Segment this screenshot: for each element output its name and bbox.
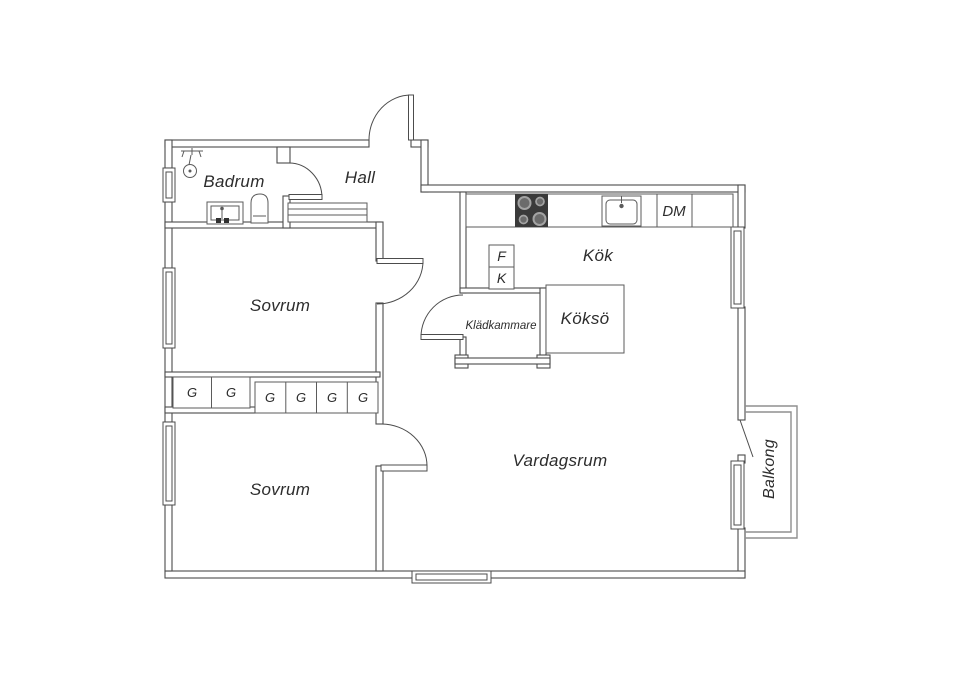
- label-wardrobe-4: G: [296, 390, 306, 405]
- balcony-door-icon: [739, 419, 754, 458]
- balcony-outline: [745, 405, 798, 539]
- label-wardrobe-2: G: [226, 385, 236, 400]
- sovrum-lower-door-icon: [380, 423, 428, 472]
- kladkammare-door-icon: [420, 294, 464, 340]
- wall-top-right: [420, 184, 746, 193]
- window-icon-sovrum-lower: [162, 421, 176, 506]
- kitchen-sink-icon: [601, 195, 642, 227]
- kitchen-counter: [465, 193, 734, 228]
- label-hall: Hall: [345, 168, 376, 187]
- kitchen-fixtures: [465, 193, 734, 354]
- windows: [162, 167, 745, 584]
- wall-klad-right: [539, 287, 547, 362]
- label-wardrobe-1: G: [187, 385, 197, 400]
- label-wardrobe-5: G: [327, 390, 337, 405]
- shower-icon: [181, 148, 203, 178]
- freezer-box: [488, 266, 515, 290]
- label-sovrum-upper: Sovrum: [250, 296, 310, 315]
- label-balkong: Balkong: [761, 439, 778, 499]
- label-wardrobe-3: G: [265, 390, 275, 405]
- wall-left-d: [164, 504, 173, 572]
- label-kok: Kök: [583, 246, 614, 265]
- wall-sovrum1-bottom: [164, 371, 381, 378]
- label-dishwasher: DM: [662, 203, 686, 220]
- window-icon-badrum: [162, 167, 176, 203]
- kitchen-island: [545, 284, 625, 354]
- stove-icon: [515, 194, 548, 227]
- wall-left-b: [164, 201, 173, 269]
- wall-klad-bottom: [454, 357, 551, 365]
- wall-step: [420, 139, 429, 193]
- wall-badrum-door-stub: [276, 146, 291, 164]
- window-icon-vardagsrum-bottom: [411, 570, 492, 584]
- window-icon-vardagsrum-right: [730, 460, 745, 530]
- window-icon-sovrum-upper: [162, 267, 176, 349]
- wall-left-a: [164, 139, 173, 169]
- wall-badrum-bottom: [164, 221, 381, 229]
- window-icon-kok: [730, 226, 745, 309]
- wall-corridor-b: [375, 302, 384, 425]
- label-kladkammare: Klädkammare: [466, 320, 537, 332]
- label-vardagsrum: Vardagsrum: [513, 451, 608, 470]
- wardrobe-quad: [254, 381, 379, 414]
- label-fridge: F: [497, 248, 507, 264]
- label-badrum: Badrum: [203, 172, 264, 191]
- badrum-door-icon: [288, 162, 323, 200]
- hall-wardrobe: [287, 202, 368, 223]
- bathroom-sink-icon: [206, 201, 244, 225]
- sovrum-upper-door-icon: [376, 258, 424, 305]
- label-sovrum-lower: Sovrum: [250, 480, 310, 499]
- bathroom-fixtures: [181, 148, 269, 225]
- doors: [288, 94, 754, 472]
- wall-kitchen-left: [459, 191, 467, 294]
- label-koksoe: Köksö: [561, 309, 610, 328]
- entry-door-icon: [368, 94, 414, 141]
- label-freezer: K: [497, 270, 507, 286]
- wardrobe-pair: [172, 376, 251, 409]
- wall-right-b: [737, 306, 746, 421]
- wall-top-left: [164, 139, 370, 148]
- wall-corridor-a: [375, 221, 384, 262]
- wall-corridor-c: [375, 465, 384, 572]
- room-labels: Badrum Hall Kök Köksö Klädkammare Sovrum…: [187, 168, 778, 499]
- toilet-icon: [250, 193, 269, 224]
- label-wardrobe-6: G: [358, 390, 368, 405]
- wall-right-a: [737, 184, 746, 229]
- wardrobes: [172, 202, 379, 414]
